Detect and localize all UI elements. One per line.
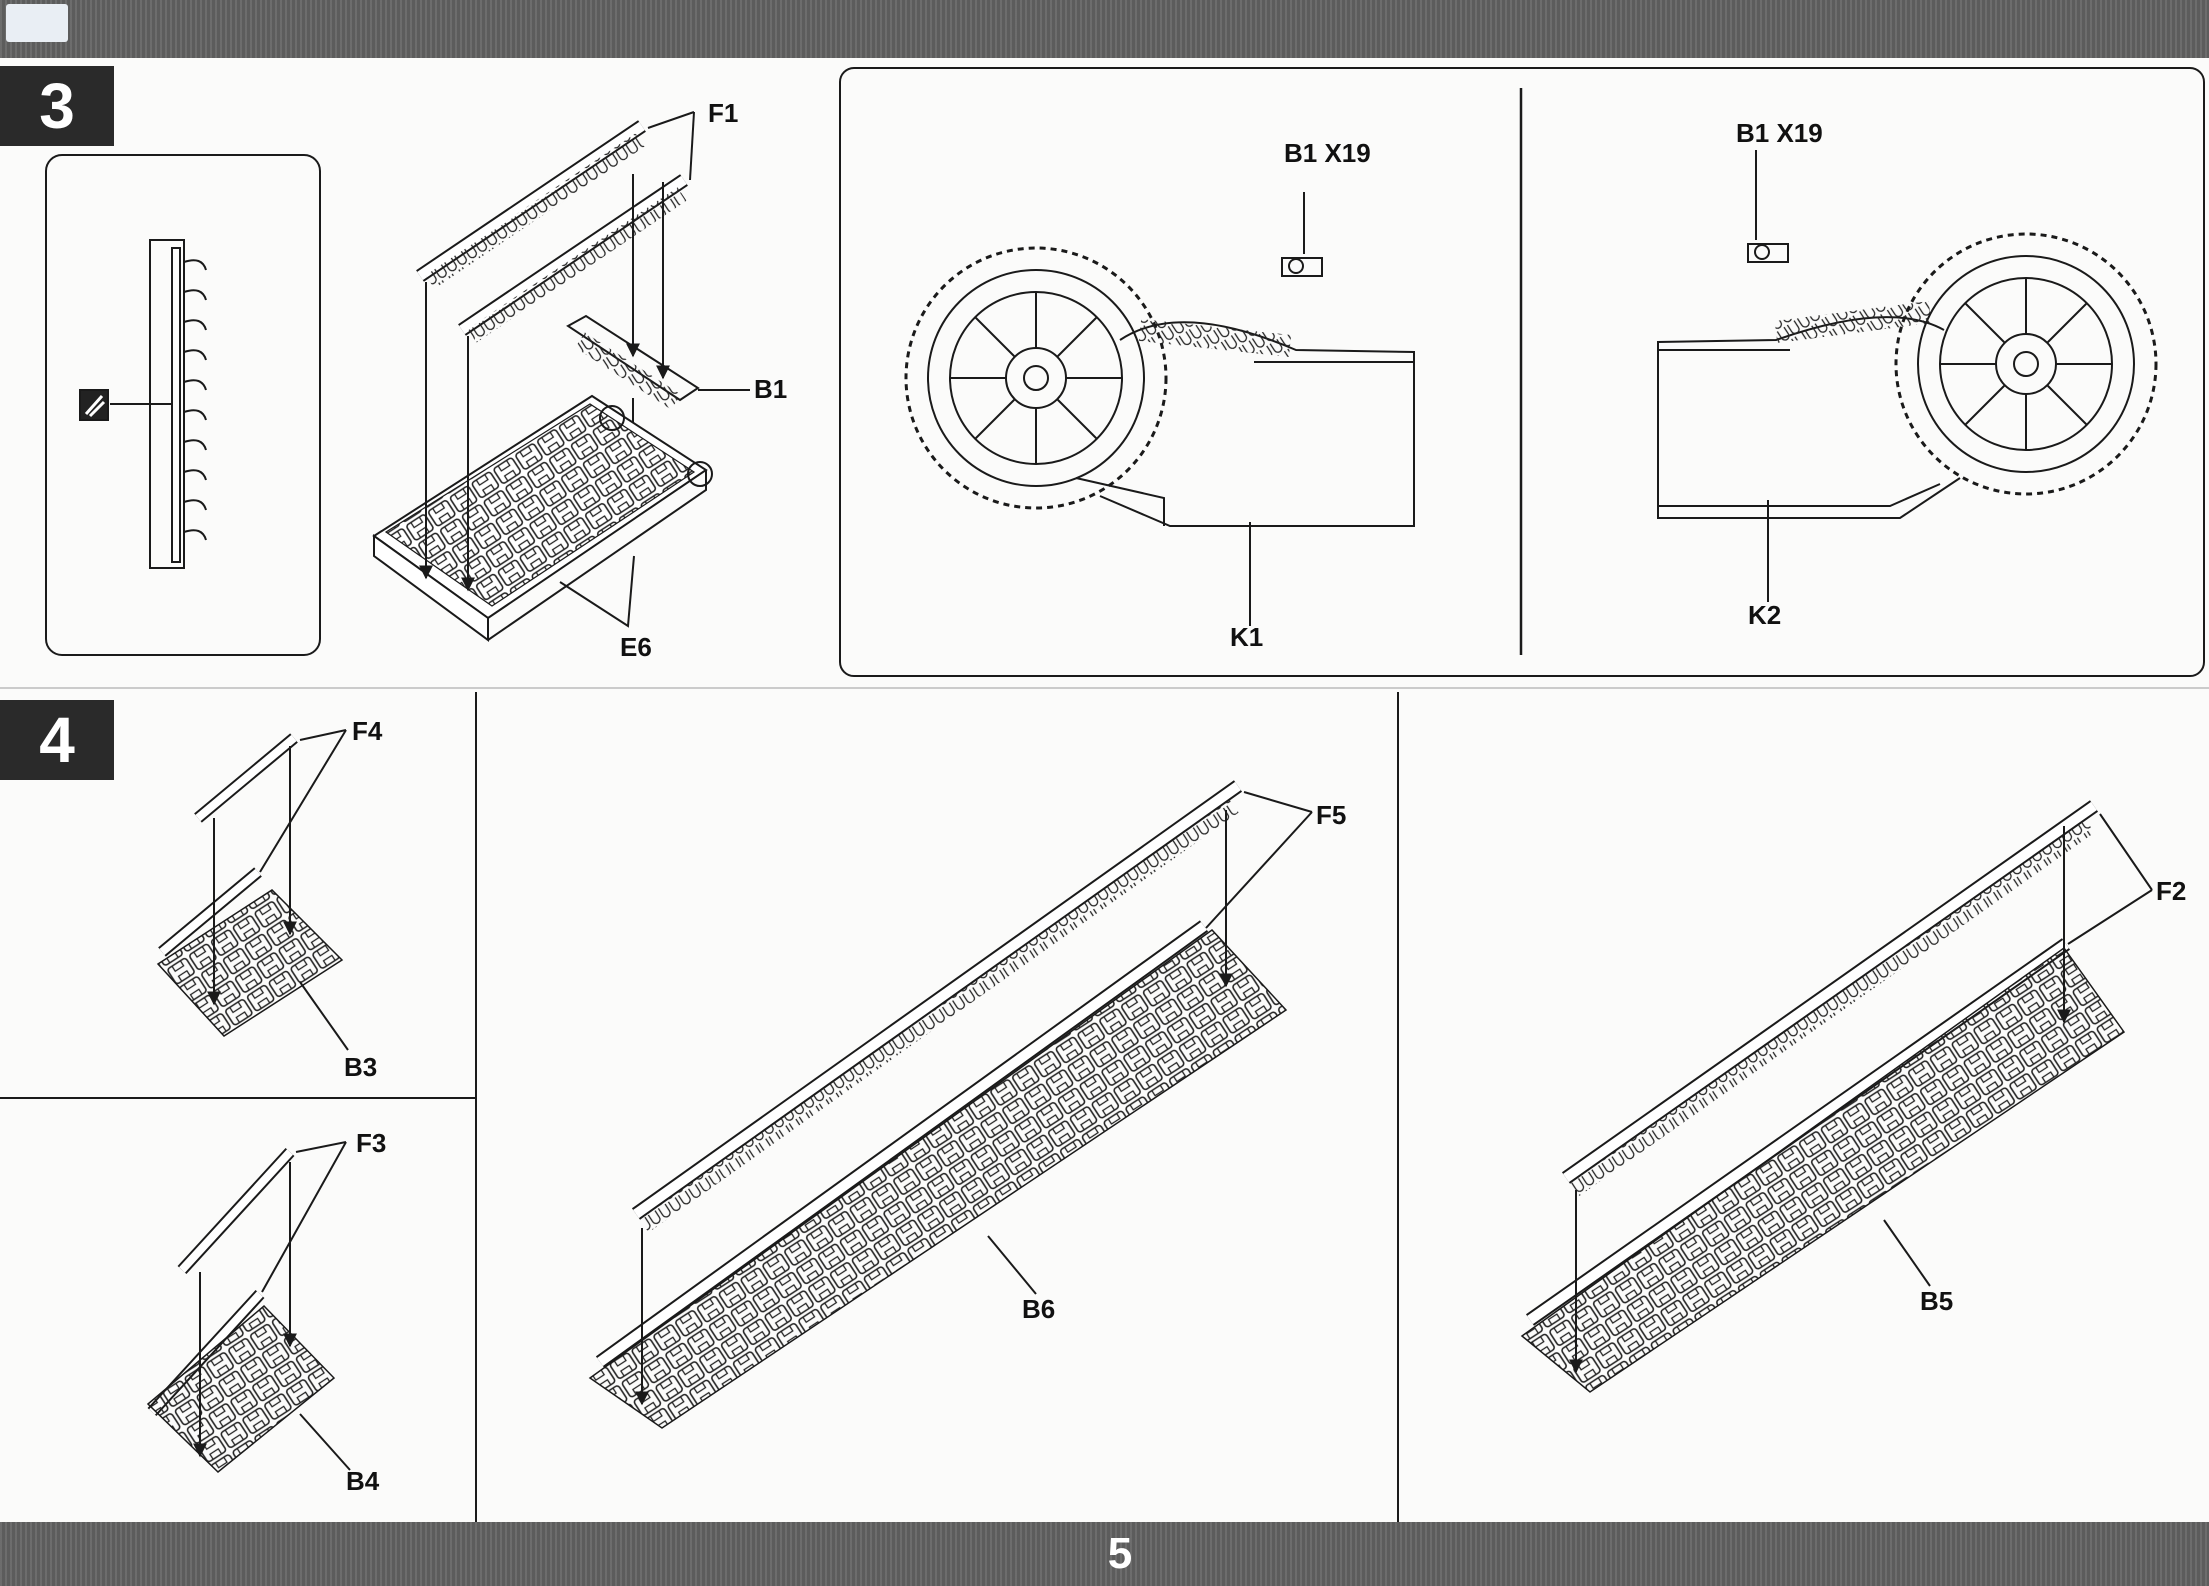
sprue-f1-upper (416, 120, 646, 289)
publisher-logo (6, 4, 68, 42)
page-number: 5 (1107, 1529, 1133, 1578)
link-b1-right (1747, 243, 1789, 263)
track-b6 (588, 929, 1288, 1429)
part-label-f4: F4 (352, 716, 383, 746)
sprocket-left (904, 246, 1168, 510)
sprue-f1-lower (458, 174, 688, 343)
leader-f1b (689, 111, 695, 181)
lower-run-left (1075, 477, 1165, 526)
sprue-f5 (595, 780, 1243, 1368)
part-label-f5: F5 (1316, 800, 1347, 830)
inset-detail-panel (45, 154, 321, 656)
leader-f4 (259, 729, 347, 873)
cutter-icon (79, 389, 109, 421)
part-label-b3: B3 (344, 1052, 378, 1082)
part-label-b1: B1 (754, 374, 788, 404)
sprue-f4 (158, 733, 298, 957)
leader-b5 (1883, 1219, 1931, 1287)
leader-f2 (2067, 813, 2153, 945)
lower-run-right (1658, 483, 1941, 507)
leader-f5 (1205, 791, 1313, 929)
part-label-b5: B5 (1920, 1286, 1954, 1316)
leader-e6 (559, 555, 635, 628)
step-4-badge: 4 (0, 700, 114, 780)
part-label-k1: K1 (1230, 622, 1264, 652)
link-b1-left (1281, 257, 1323, 277)
part-label-e6: E6 (620, 632, 652, 662)
leader-b4 (299, 1413, 351, 1471)
sprue-f2 (1525, 800, 2099, 1326)
track-links-right (1774, 301, 1932, 343)
part-label-f2: F2 (2156, 876, 2187, 906)
part-label-k2: K2 (1748, 600, 1782, 630)
track-run-right (1657, 316, 1961, 519)
track-b4 (146, 1304, 336, 1474)
sprue-detail (110, 239, 207, 569)
top-band (0, 0, 2209, 58)
track-assembly-panel (839, 67, 2205, 677)
part-label-f3: F3 (356, 1128, 387, 1158)
bottom-band (0, 1522, 2209, 1586)
jig-e6 (372, 394, 713, 642)
track-link-b1 (566, 314, 700, 410)
part-label-b4: B4 (346, 1466, 380, 1496)
leader-f3 (261, 1141, 347, 1293)
leader-b6 (987, 1235, 1037, 1295)
part-label-b6: B6 (1022, 1294, 1056, 1324)
track-b3 (156, 889, 344, 1037)
track-b5 (1520, 946, 2126, 1393)
track-links-left (1138, 319, 1292, 357)
part-label-b1x19-right: B1 X19 (1736, 118, 1823, 148)
leader-b3 (299, 981, 349, 1051)
part-label-b1x19-left: B1 X19 (1284, 138, 1371, 168)
sprocket-right (1894, 232, 2158, 496)
step-3-badge: 3 (0, 66, 114, 146)
leader-f1a (647, 111, 695, 129)
part-label-f1: F1 (708, 98, 739, 128)
